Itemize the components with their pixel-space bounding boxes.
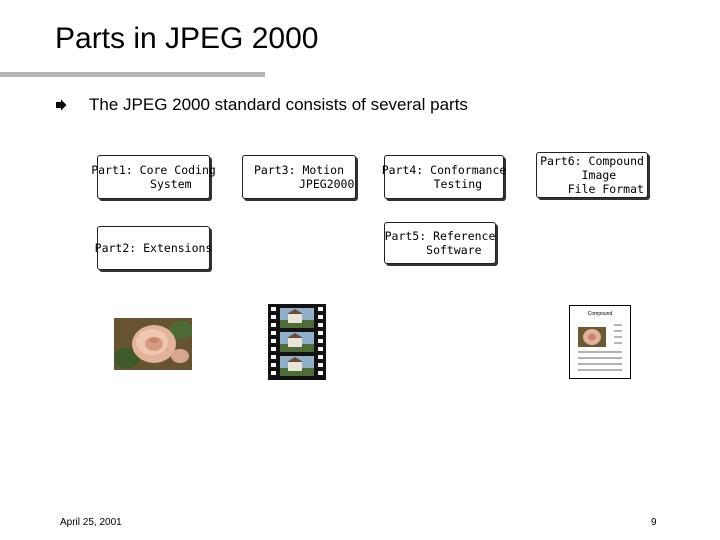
slide-title: Parts in JPEG 2000 xyxy=(55,22,318,56)
part1-box: Part1: Core Coding System xyxy=(97,155,210,199)
compound-document-heading: Compound xyxy=(588,311,613,317)
part5-box: Part5: Reference Software xyxy=(384,222,496,264)
footer-date: April 25, 2001 xyxy=(60,517,122,528)
part3-box: Part3: Motion JPEG2000 xyxy=(242,155,356,199)
part4-box: Part4: Conformance Testing xyxy=(384,155,504,199)
title-underline xyxy=(0,72,265,77)
page-number: 9 xyxy=(651,517,657,528)
arrow-bullet-icon xyxy=(55,99,67,111)
filmstrip-icon xyxy=(268,304,326,380)
part2-box: Part2: Extensions xyxy=(97,226,210,270)
bullet-text: The JPEG 2000 standard consists of sever… xyxy=(89,95,468,115)
part6-box: Part6: Compound Image File Format xyxy=(536,152,648,198)
rose-image xyxy=(114,318,192,370)
compound-document-icon: Compound xyxy=(569,305,631,379)
